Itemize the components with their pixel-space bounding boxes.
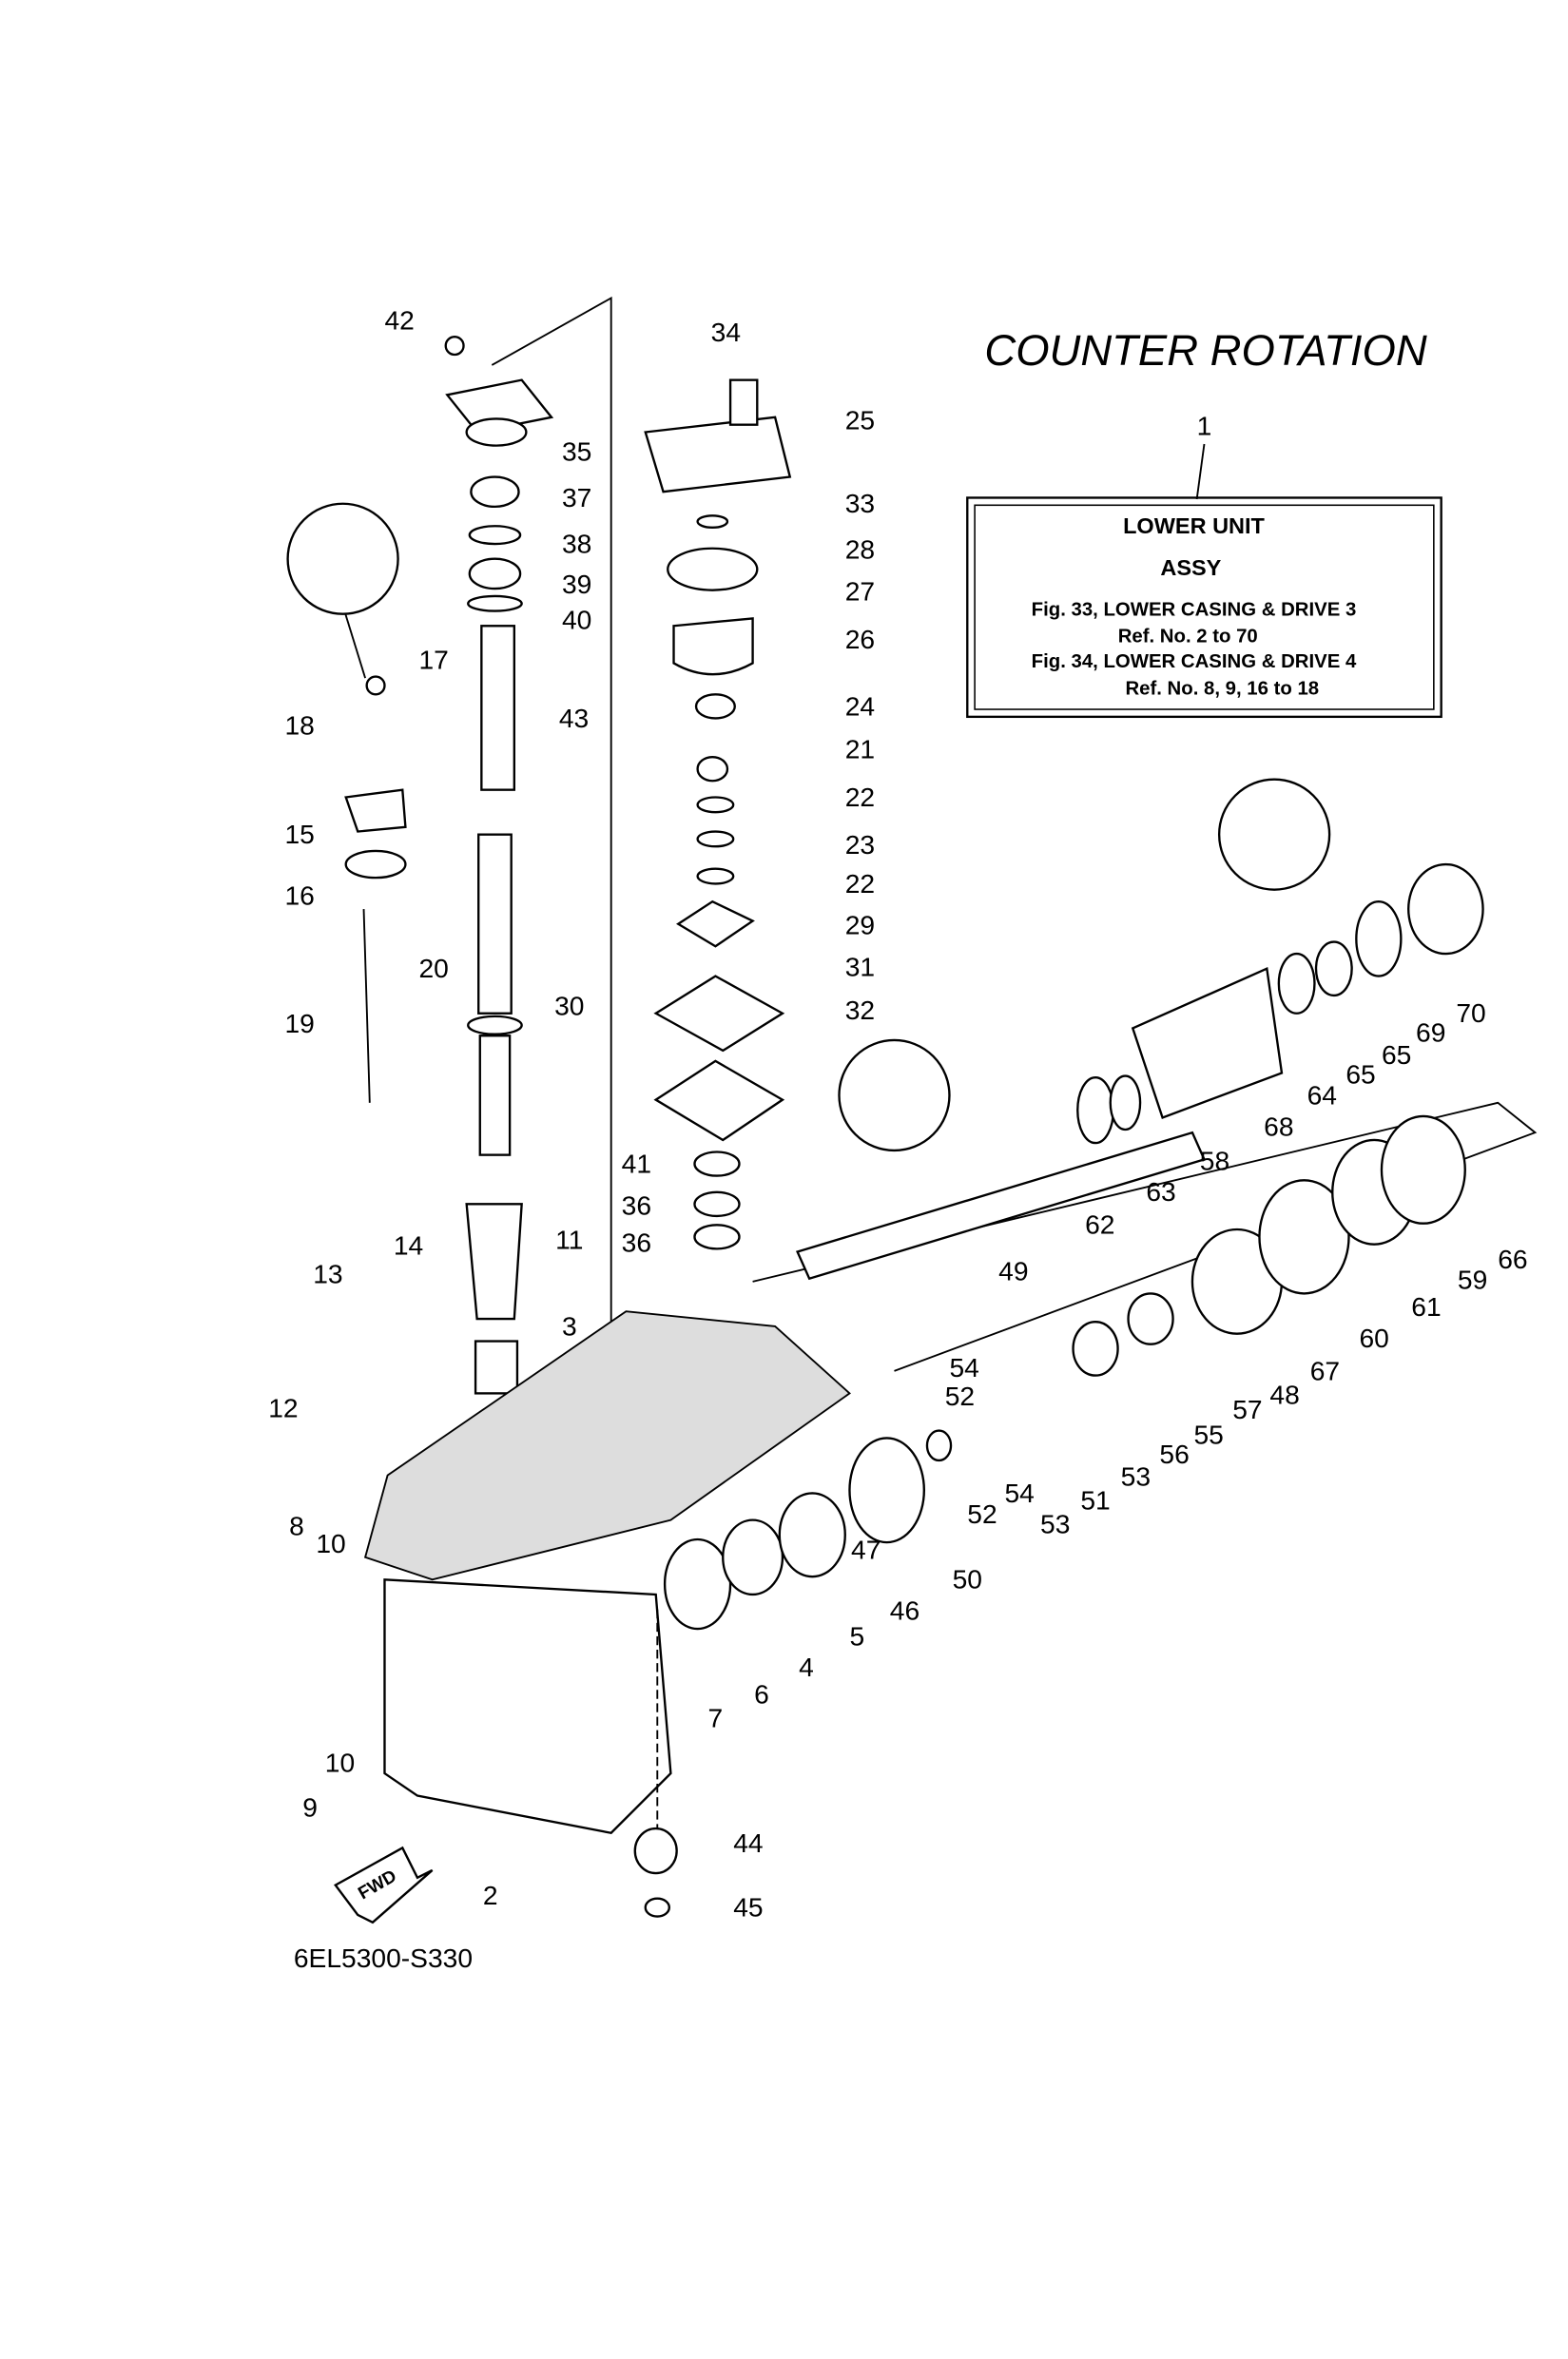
callout-27: 27 <box>845 576 875 607</box>
callout-35: 35 <box>562 435 591 466</box>
callout-34: 34 <box>711 317 741 347</box>
part-drawings: FWD <box>286 296 1538 1924</box>
callout-15: 15 <box>284 819 314 849</box>
box-line-5: Fig. 34, LOWER CASING & DRIVE 4 <box>1032 651 1357 672</box>
callout-31: 31 <box>845 952 875 982</box>
callout-53: 53 <box>1040 1509 1070 1539</box>
callout-8: 8 <box>289 1510 304 1540</box>
callout-32: 32 <box>845 995 875 1025</box>
callout-65: 65 <box>1382 1039 1411 1070</box>
box-line-6: Ref. No. 8, 9, 16 to 18 <box>1125 678 1319 699</box>
callout-22: 22 <box>845 868 875 899</box>
callout-18: 18 <box>284 710 314 741</box>
callout-4: 4 <box>799 1652 814 1682</box>
callout-50: 50 <box>953 1564 982 1595</box>
callout-11: 11 <box>555 1224 583 1254</box>
callout-42: 42 <box>384 304 414 335</box>
callout-69: 69 <box>1416 1017 1445 1048</box>
callout-5: 5 <box>849 1620 864 1651</box>
callout-46: 46 <box>890 1595 920 1626</box>
callout-7: 7 <box>708 1702 724 1732</box>
callout-36: 36 <box>622 1189 651 1220</box>
callout-29: 29 <box>845 910 875 940</box>
callout-52: 52 <box>945 1381 975 1411</box>
callout-16: 16 <box>284 880 314 910</box>
callout-52: 52 <box>967 1499 997 1529</box>
callout-40: 40 <box>562 604 591 634</box>
callout-30: 30 <box>554 990 584 1020</box>
callout-10: 10 <box>325 1747 355 1777</box>
callout-61: 61 <box>1411 1291 1441 1322</box>
callout-37: 37 <box>562 482 591 512</box>
callout-57: 57 <box>1232 1394 1262 1424</box>
callout-55: 55 <box>1193 1420 1223 1450</box>
callout-48: 48 <box>1269 1379 1299 1409</box>
callout-41: 41 <box>622 1148 651 1178</box>
callout-70: 70 <box>1456 997 1485 1028</box>
box-line-3: Fig. 33, LOWER CASING & DRIVE 3 <box>1032 599 1357 620</box>
reference-box: 1 LOWER UNIT ASSY Fig. 33, LOWER CASING … <box>966 411 1442 719</box>
callout-43: 43 <box>559 703 589 733</box>
callout-64: 64 <box>1307 1079 1337 1110</box>
callout-25: 25 <box>845 404 875 435</box>
callout-60: 60 <box>1359 1323 1388 1353</box>
box-line-2: ASSY <box>1160 555 1221 580</box>
callout-13: 13 <box>313 1258 342 1288</box>
callout-59: 59 <box>1458 1265 1487 1295</box>
callout-54: 54 <box>1004 1478 1034 1508</box>
callout-14: 14 <box>394 1230 423 1261</box>
callout-6: 6 <box>754 1678 769 1709</box>
callout-63: 63 <box>1146 1176 1175 1207</box>
callout-67: 67 <box>1310 1355 1340 1385</box>
callout-33: 33 <box>845 488 875 518</box>
callout-39: 39 <box>562 569 591 599</box>
callout-24: 24 <box>845 690 875 721</box>
callout-53: 53 <box>1121 1461 1151 1492</box>
callout-47: 47 <box>851 1534 881 1564</box>
callout-66: 66 <box>1498 1244 1527 1274</box>
diagram-code: 6EL5300-S330 <box>294 1943 473 1973</box>
callout-23: 23 <box>845 829 875 860</box>
callout-21: 21 <box>845 734 875 764</box>
callout-44: 44 <box>733 1827 763 1858</box>
callout-68: 68 <box>1264 1111 1293 1141</box>
callout-22: 22 <box>845 782 875 812</box>
callout-36: 36 <box>622 1228 651 1258</box>
callout-56: 56 <box>1159 1439 1189 1469</box>
callout-3: 3 <box>562 1310 577 1341</box>
callout-58: 58 <box>1200 1145 1229 1175</box>
box-line-4: Ref. No. 2 to 70 <box>1118 626 1258 647</box>
callout-19: 19 <box>284 1008 314 1038</box>
callout-17: 17 <box>419 645 449 675</box>
callout-38: 38 <box>562 528 591 558</box>
callout-49: 49 <box>998 1255 1028 1286</box>
callout-10: 10 <box>316 1528 345 1558</box>
callout-28: 28 <box>845 534 875 565</box>
box-line-1: LOWER UNIT <box>1123 513 1265 538</box>
callout-12: 12 <box>268 1392 298 1422</box>
callout-20: 20 <box>419 953 449 983</box>
callout-54: 54 <box>949 1352 978 1383</box>
callout-62: 62 <box>1085 1209 1114 1240</box>
callout-45: 45 <box>733 1892 763 1923</box>
callout-9: 9 <box>302 1792 318 1823</box>
diagram-title: COUNTER ROTATION <box>984 326 1426 375</box>
callout-2: 2 <box>483 1880 498 1910</box>
callout-51: 51 <box>1080 1485 1110 1516</box>
callout-26: 26 <box>845 624 875 654</box>
callout-1: 1 <box>1197 411 1212 441</box>
callout-65: 65 <box>1345 1058 1375 1089</box>
